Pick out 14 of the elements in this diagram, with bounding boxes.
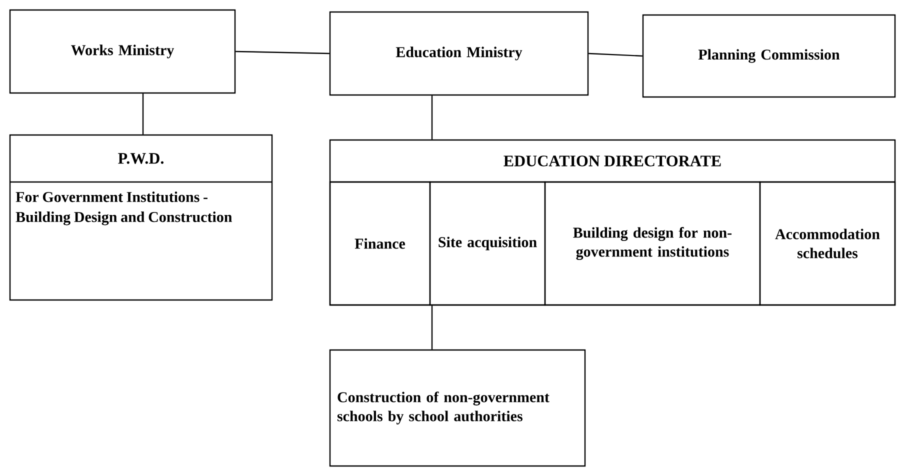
table-cell: Accommodation schedules [759, 181, 896, 306]
org-box: Planning Commission [642, 14, 896, 98]
table-cell: Building design for non-government institutions [544, 181, 761, 306]
connector-line [236, 50, 330, 54]
org-box: Works Ministry [9, 9, 236, 94]
org-box: P.W.D. For Government Institutions - Building Design and Construction [9, 134, 273, 301]
org-box: Construction of non-government schools by school authorities [329, 349, 586, 467]
org-box: Education Ministry [329, 11, 589, 96]
table-cell: Finance [329, 181, 431, 306]
table-cell: Site acquisition [429, 181, 546, 306]
connector-line [431, 306, 433, 350]
connector-line [431, 96, 433, 140]
connector-line [588, 52, 642, 57]
connector-line [142, 94, 144, 134]
